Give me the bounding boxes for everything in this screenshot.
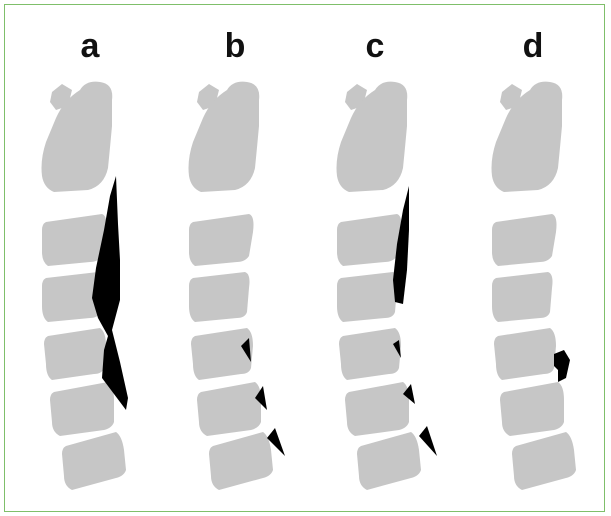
vertebral-column-c xyxy=(337,82,422,490)
lesion-a xyxy=(92,176,128,410)
panel-a xyxy=(42,82,129,490)
vertebral-column-b xyxy=(189,82,274,490)
lesion-c-4 xyxy=(419,426,437,456)
panel-c xyxy=(337,82,438,490)
panel-b xyxy=(189,82,286,490)
vertebral-column-d xyxy=(492,82,577,490)
lesion-d xyxy=(554,350,570,382)
panel-d xyxy=(492,82,577,490)
